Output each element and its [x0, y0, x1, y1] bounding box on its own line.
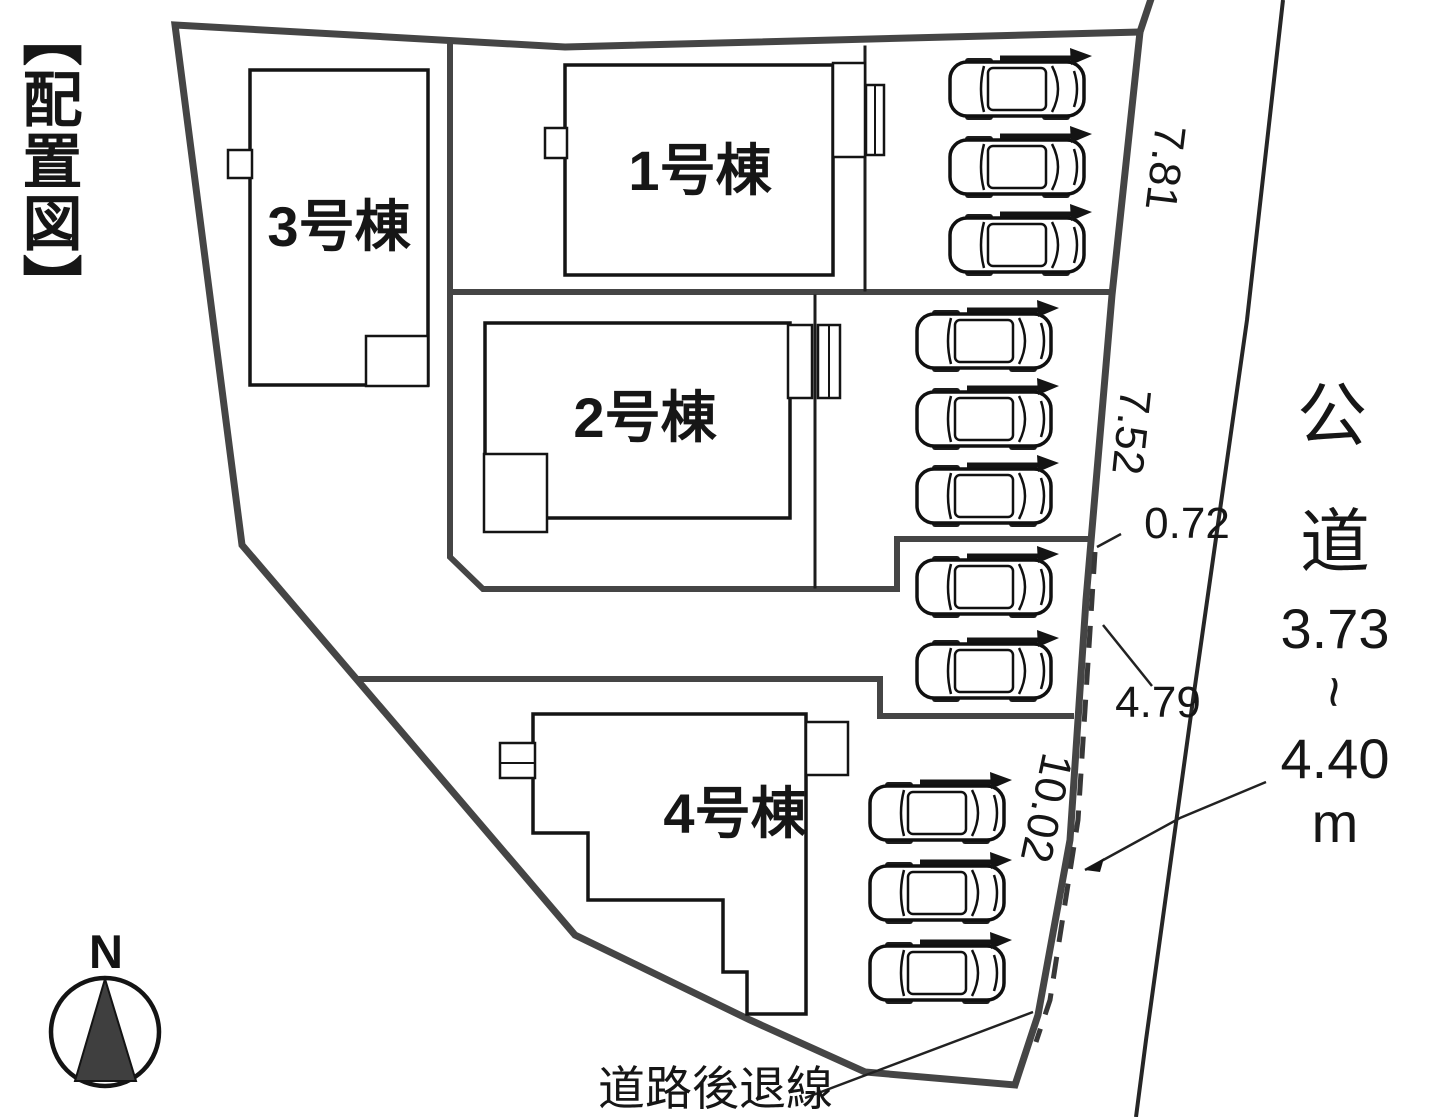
dimension-4-79: 4.79 [1115, 678, 1201, 727]
building-1-label: 1号棟 [628, 139, 772, 202]
plan-title: 【配置図】 [14, 6, 81, 316]
road-width-unit: m [1312, 791, 1359, 854]
dimension-7-52: 7.52 [1102, 387, 1160, 477]
compass-needle [73, 975, 138, 1082]
dimension-0-72: 0.72 [1144, 499, 1230, 548]
road-name-char-2: 道 [1300, 503, 1370, 581]
leader-road-width-line [1084, 780, 1267, 872]
building-2-label: 2号棟 [573, 386, 717, 449]
building-1-annex [831, 61, 867, 159]
parking-area-lot2 [915, 300, 1059, 529]
car-icon [868, 940, 1006, 1006]
car-icon [868, 780, 1006, 846]
car-icon [948, 134, 1086, 200]
road-width-max: 4.40 [1281, 727, 1390, 790]
road-setback-label: 道路後退線 [598, 1062, 833, 1115]
leader-road-width-arrow [1085, 858, 1104, 872]
north-compass: N [48, 925, 162, 1089]
building-2-garage [482, 452, 549, 534]
lot-2-enclosure [447, 289, 1088, 592]
building-3: 3号棟 [226, 68, 430, 388]
car-icon [868, 860, 1006, 926]
car-icon [948, 56, 1086, 122]
road-name-char-1: 公 [1297, 377, 1367, 455]
building-3-porch [226, 148, 254, 180]
building-3-outline [248, 68, 430, 387]
building-4-annex [804, 720, 850, 777]
building-3-label: 3号棟 [267, 195, 411, 258]
leader-4-79 [1102, 624, 1153, 687]
building-3-annex [364, 334, 430, 388]
car-icon [915, 463, 1053, 529]
building-4: 4号棟 [498, 712, 850, 1016]
parking-area-lot3 [915, 546, 1059, 704]
car-icon [915, 638, 1053, 704]
site-boundary-spur [1135, 0, 1155, 37]
car-icon [915, 554, 1053, 620]
leader-road-width [1084, 780, 1267, 872]
car-icon [915, 308, 1053, 374]
building-4-outline [531, 712, 808, 1016]
road-width-tilde: ~ [1303, 676, 1366, 709]
road-width-min: 3.73 [1281, 597, 1390, 660]
leader-0-72 [1096, 532, 1122, 549]
building-4-porch [498, 741, 537, 780]
building-1: 1号棟 [543, 61, 886, 277]
dimension-7-81: 7.81 [1136, 122, 1195, 213]
car-icon [948, 212, 1086, 278]
building-2-annex [786, 323, 814, 400]
building-2: 2号棟 [482, 321, 842, 534]
building-1-porch [543, 126, 569, 160]
parking-area-lot1 [948, 48, 1092, 278]
lot-divider-horizontal-2-4 [357, 676, 1074, 719]
parking-area-lot4 [868, 772, 1012, 1006]
car-icon [915, 386, 1053, 452]
building-1-outline [563, 63, 835, 277]
north-label: N [89, 925, 123, 978]
public-road-label: 公 道 3.73 ~ 4.40 m [1281, 377, 1390, 854]
leader-setback-label [804, 1010, 1034, 1100]
public-road-edge-line [1134, 0, 1285, 1117]
building-4-label: 4号棟 [663, 782, 807, 845]
